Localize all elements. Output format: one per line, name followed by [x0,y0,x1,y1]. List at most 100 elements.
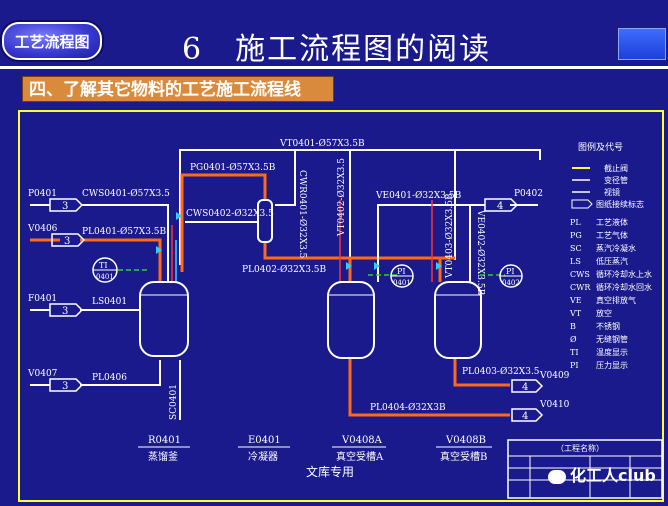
instrument-pi0401: PI 0401 [390,264,414,288]
equip-name-1: 冷凝器 [248,450,278,463]
condenser-e0401 [257,199,273,243]
legend-symbol-0: 截止阀 [604,163,628,173]
stream-f0401: 3 F0401 [28,294,84,317]
legend-title: 图例及代号 [578,141,623,153]
valve-set [156,212,442,270]
page-title: 6 施工流程图的阅读 [182,32,492,67]
label-vt0402: VT0402-Ø32X3.5 [336,158,347,237]
svg-text:V0409: V0409 [539,371,570,381]
label-ve0402: VE0402-Ø32X3.5B [475,209,486,296]
svg-text:0401: 0401 [393,279,411,287]
equip-name-3: 真空受槽B [440,450,487,463]
label-ls0401: LS0401 [92,297,127,307]
line-labels: VT0401-Ø57X3.5B PG0401-Ø57X3.5B CWS0401-… [82,138,540,420]
equip-tag-3: V0408B [445,435,486,446]
svg-text:B: B [570,322,576,331]
label-pl0406: PL0406 [92,373,127,383]
stream-v0407: 3 V0407 [27,369,84,392]
nav-button[interactable] [618,28,666,60]
svg-text:工艺液体: 工艺液体 [596,217,628,227]
diagram-frame [18,110,664,502]
watermark-text: 化工人club [570,466,656,485]
label-sc0401: SC0401 [169,384,179,420]
instrument-ti0401: TI 0401 [92,257,118,283]
pipe-ve0401 [377,204,485,282]
svg-text:3: 3 [62,381,68,392]
label-vt0403: VT0403-Ø32X3.5B [444,193,455,279]
svg-text:F0401: F0401 [28,294,57,304]
svg-text:4: 4 [522,411,528,422]
pipe-pl0406-b [80,360,161,386]
svg-text:0401: 0401 [96,273,114,281]
svg-text:CWR: CWR [570,283,591,292]
legend-symbol-3: 图纸接续标志 [596,199,644,209]
label-vt0401: VT0401-Ø57X3.5B [279,138,365,149]
svg-text:3: 3 [62,306,68,317]
svg-text:PI: PI [397,267,406,276]
header-divider [0,66,668,69]
pipe-vt0401 [179,149,541,265]
svg-text:P0401: P0401 [28,189,57,199]
pipe-pl0401-b [80,238,162,282]
svg-text:PG: PG [570,231,582,240]
svg-text:4: 4 [522,382,528,393]
label-pl0403: PL0403-Ø32X3.5 [462,366,540,377]
svg-text:V0410: V0410 [539,400,570,410]
reactor-r0401 [139,281,189,357]
stream-p0401: 3 P0401 [28,189,84,212]
svg-text:4: 4 [497,201,503,212]
pipe-pl0404 [348,358,510,417]
label-pl0401: PL0401-Ø57X3.5B [82,226,167,237]
vessel-v0408a [327,281,375,359]
svg-text:SC: SC [570,244,582,253]
pipe-pl0402 [263,242,455,260]
svg-text:工艺气体: 工艺气体 [596,230,628,240]
stream-v0410: 4 V0410 [511,400,570,422]
vessel-v0408b [434,281,482,359]
svg-text:Ø: Ø [570,335,577,344]
watermark: 化工人club [548,462,656,486]
label-cwr0401: CWR0401-Ø32X3.5 [297,170,308,259]
svg-text:TI: TI [99,261,108,270]
equipment-tags: R0401 蒸馏釜 E0401 冷凝器 V0408A 真空受槽A V0408B … [138,435,492,463]
legend-symbol-2: 视镜 [604,187,620,197]
legend: 图例及代号 截止阀 变径管 视镜 图纸接续标志 PL 工艺液体 PG 工艺气体 SC… [569,141,652,370]
legend-symbol-1: 变径管 [604,175,628,185]
svg-text:VT: VT [569,309,582,318]
wechat-icon [548,469,566,484]
svg-text:PL: PL [570,218,581,227]
logo-label: 工艺流程图 [14,32,90,51]
stream-v0409: 4 V0409 [511,371,570,393]
pipe-pl0403 [453,358,510,387]
label-cws0402: CWS0402-Ø32X3.5 [186,208,274,219]
svg-text:无缝钢管: 无缝钢管 [596,334,628,344]
svg-text:循环冷却水回水: 循环冷却水回水 [596,282,652,292]
equip-tag-0: R0401 [148,435,181,446]
equip-name-2: 真空受槽A [336,450,384,463]
instrument-pi0402: PI 0402 [499,264,523,288]
svg-text:V0406: V0406 [27,224,58,234]
svg-text:VE: VE [569,296,582,305]
svg-text:LS: LS [570,257,581,266]
svg-text:3: 3 [64,236,70,247]
flowchart-logo-button[interactable]: 工艺流程图 [2,22,102,60]
pipe-pg0401 [180,173,267,272]
title-block: （工程名称） [507,439,663,499]
stream-v0406: 3 V0406 [27,224,86,247]
equip-name-0: 蒸馏釜 [148,450,178,463]
svg-text:0402: 0402 [502,279,520,287]
pipe-cwr0401 [275,150,296,206]
svg-text:循环冷却水上水: 循环冷却水上水 [596,269,652,279]
label-pl0404: PL0404-Ø32X3B [370,402,446,413]
label-cws0401: CWS0401-Ø57X3.5 [82,188,170,199]
footer-note: 文库专用 [306,465,355,479]
equip-tag-1: E0401 [248,435,281,446]
svg-text:TI: TI [570,348,579,357]
svg-text:CWS: CWS [570,270,590,279]
title-block-heading: （工程名称） [556,443,604,453]
pipe-cws0401-b [82,204,169,282]
svg-text:温度显示: 温度显示 [596,347,628,357]
svg-text:蒸汽冷凝水: 蒸汽冷凝水 [596,243,636,253]
